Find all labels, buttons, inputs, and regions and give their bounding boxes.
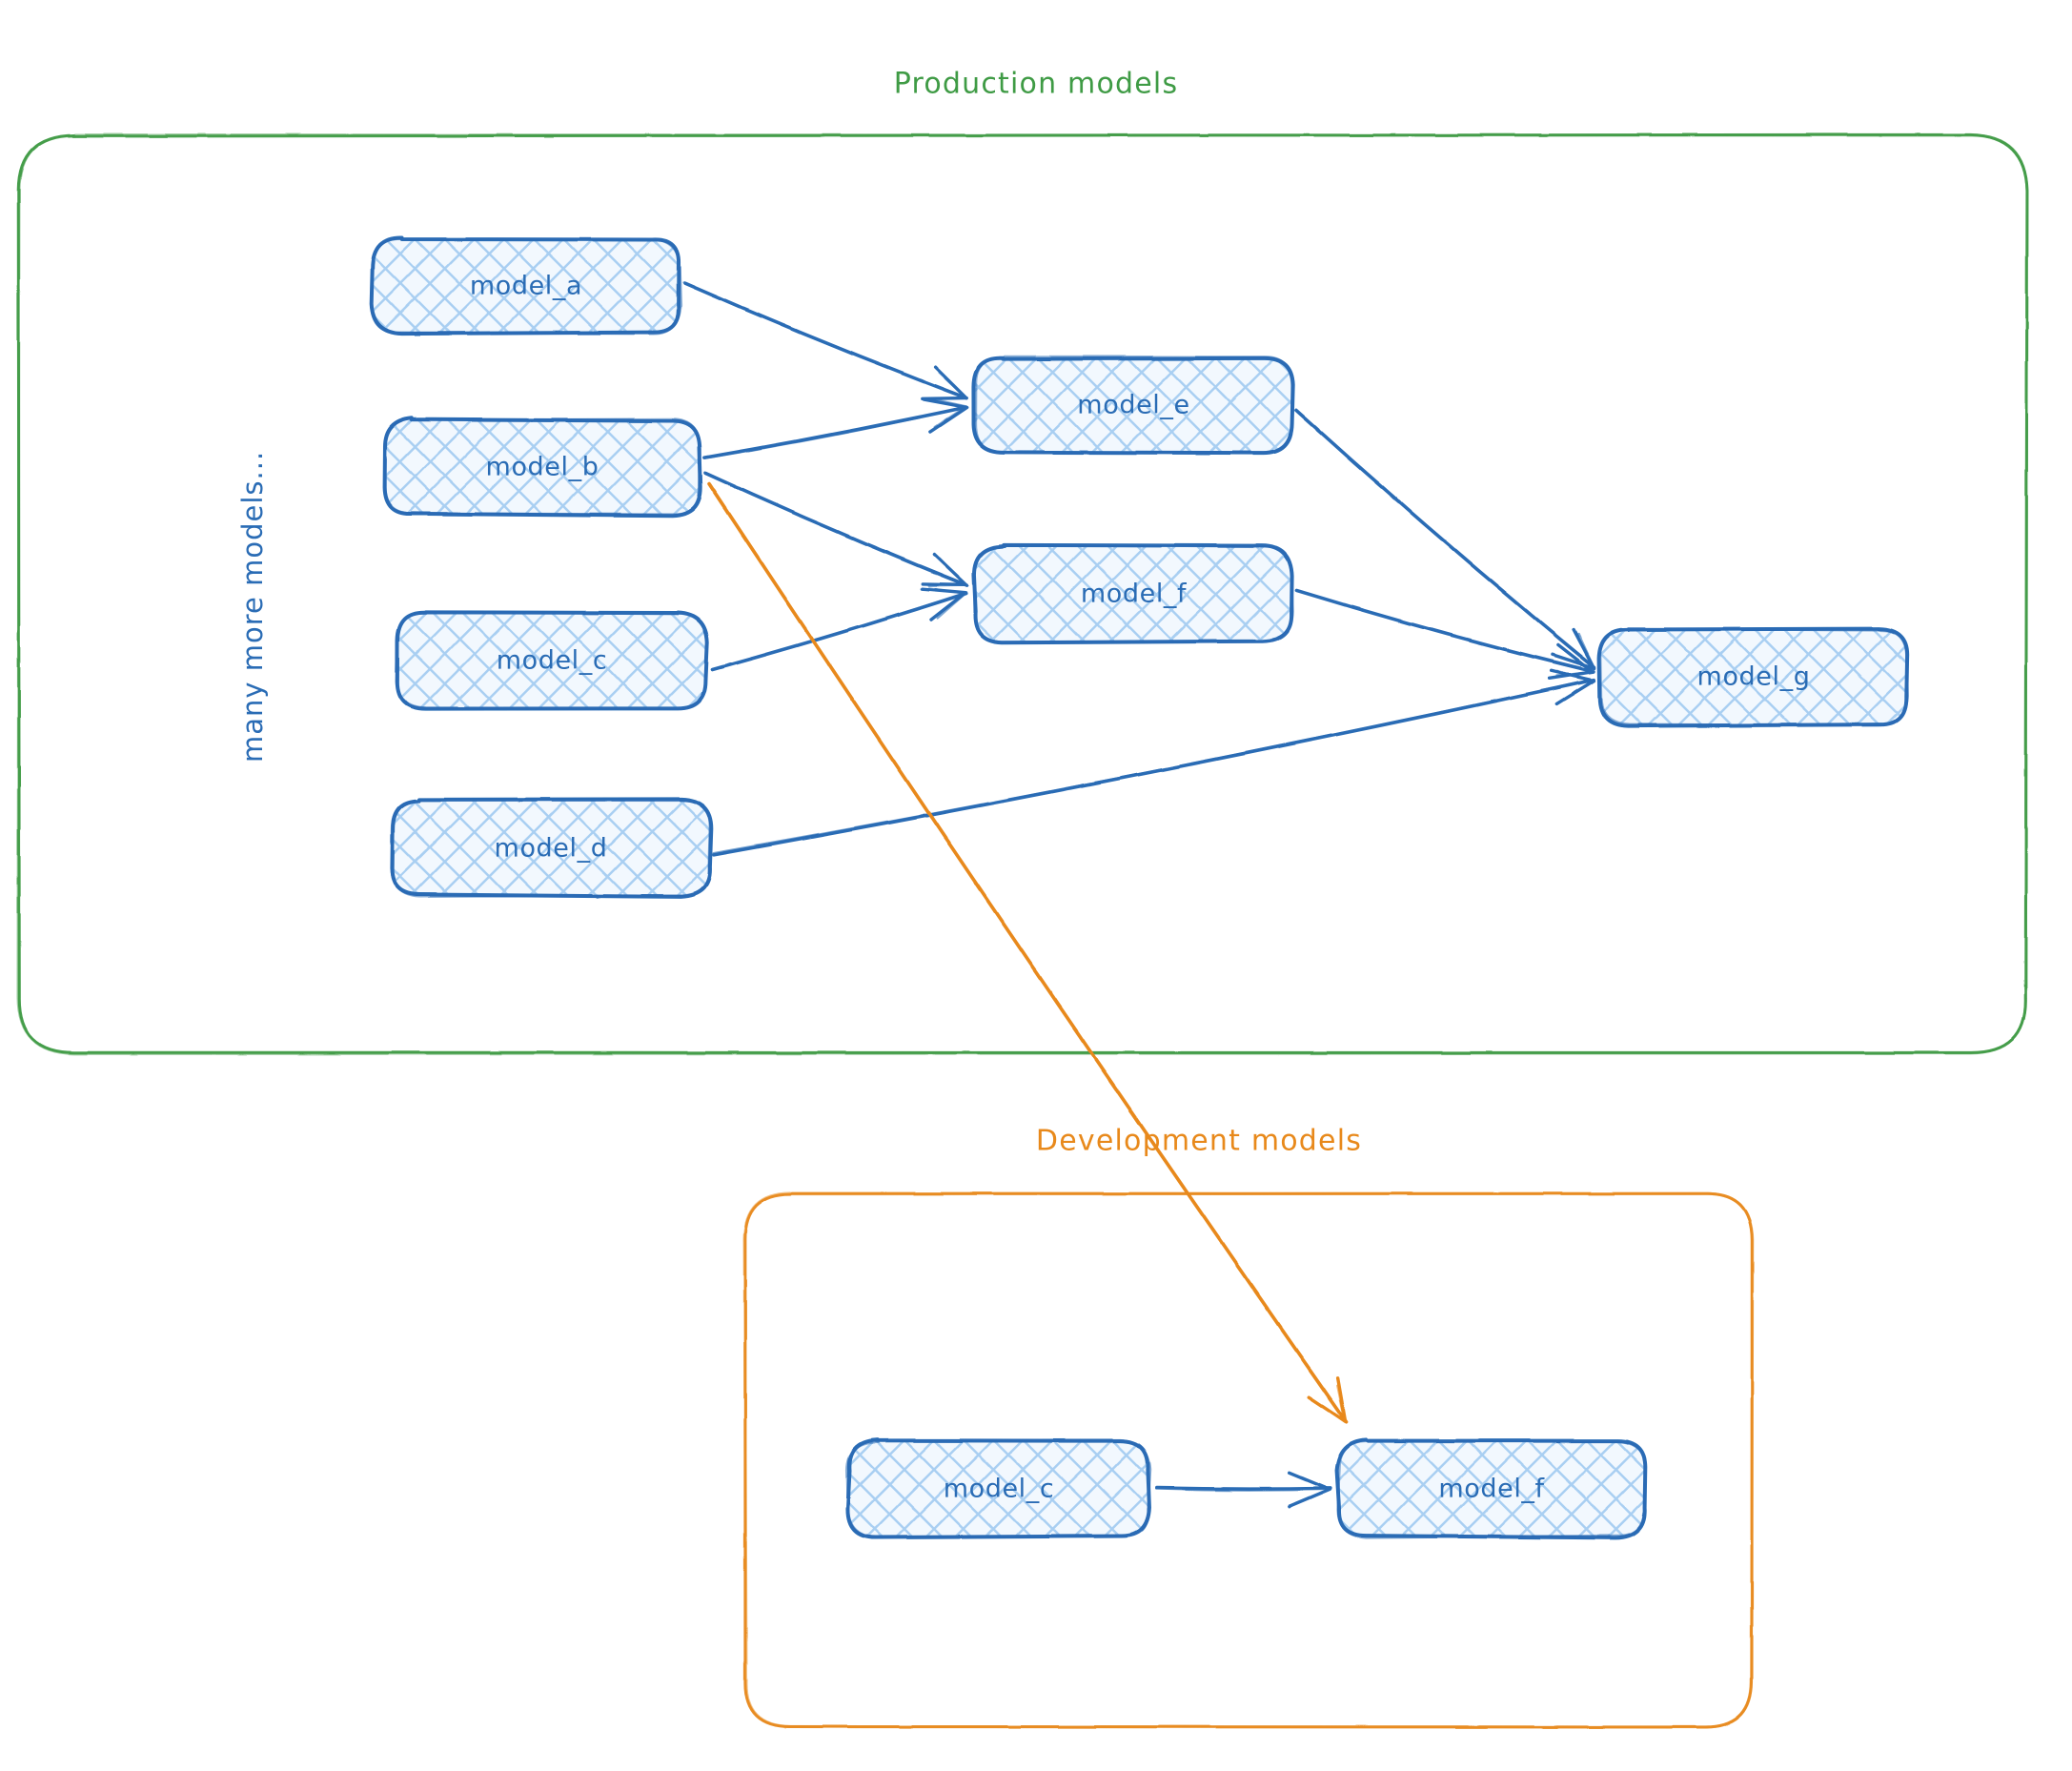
node-model_d_prod[interactable] <box>390 797 714 899</box>
group-container-development <box>742 1191 1755 1729</box>
development-label: Development models <box>1035 1124 1363 1158</box>
edge-b-to-f <box>703 471 969 587</box>
node-model_a_prod[interactable] <box>369 235 682 336</box>
edge-b-to-e <box>702 397 969 459</box>
edge-f-to-g <box>1294 588 1595 681</box>
node-model_c_prod[interactable] <box>395 610 710 711</box>
production-label: Production models <box>893 67 1179 101</box>
edge-d-to-g <box>712 669 1596 857</box>
node-model_f_prod[interactable] <box>971 542 1294 645</box>
edge-bprod-to-fdev <box>707 481 1349 1424</box>
many-more-models: many more models... <box>236 450 269 763</box>
node-model_e_prod[interactable] <box>971 355 1295 456</box>
edge-e-to-g <box>1294 408 1596 670</box>
node-model_c_dev[interactable] <box>845 1437 1152 1540</box>
edge-c-to-f <box>710 586 968 672</box>
edge-a-to-e <box>681 281 968 401</box>
group-container-production <box>16 132 2029 1055</box>
edge-cdev-to-fdev <box>1154 1471 1332 1509</box>
node-model_f_dev[interactable] <box>1334 1437 1648 1540</box>
node-model_g_prod[interactable] <box>1596 626 1910 728</box>
node-model_b_prod[interactable] <box>382 416 703 519</box>
